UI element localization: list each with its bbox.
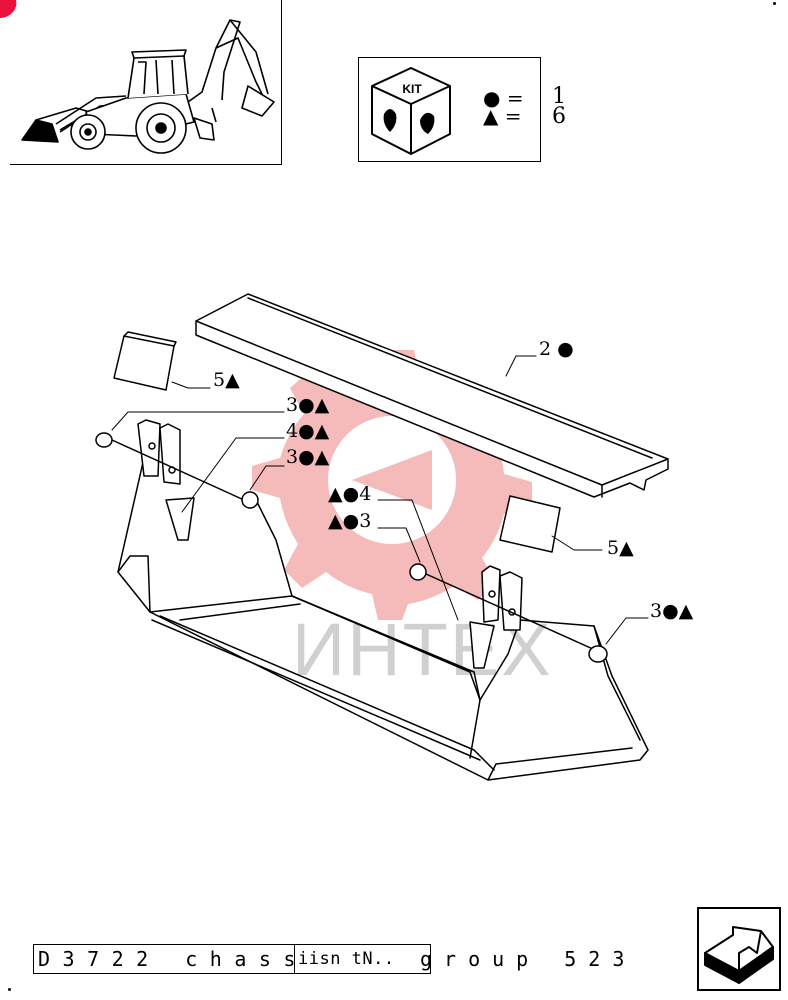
callout-part-3-left: 3●▲ [286,446,330,468]
drawing-subtitle: iisn tN.. [298,949,395,969]
callout-part-3-upper: 3●▲ [286,394,330,416]
cutting-edge-plate [195,293,669,498]
next-page-button[interactable] [697,907,781,991]
bucket-body [117,457,649,781]
circle-symbol: ● [483,86,501,110]
backhoe-loader-illustration [21,19,275,154]
corner-logo-icon [0,0,17,18]
drawing-code: D3722 chass [38,947,308,971]
leader-lines [111,355,649,645]
kit-cube-icon: KIT [371,67,451,155]
equals-sign: = [504,104,522,128]
title-block [33,944,431,974]
callout-part-4-left: 4●▲ [286,420,330,442]
corner-dot [773,2,776,5]
left-pin-assembly [95,432,259,541]
next-page-arrow-icon [704,926,774,984]
callout-part-3-right: ▲●3 [328,510,372,532]
group-number: group 523 [420,947,637,971]
triangle-symbol: ▲ [483,104,499,128]
callout-part-2: 2 ● [539,338,574,360]
equals-sign: = [506,86,524,110]
legend-triangle-row: ▲ = [483,106,522,126]
callout-part-5-right: 5▲ [607,537,634,559]
right-pin-assembly [409,563,608,669]
circle-quantity: 1 [552,84,566,109]
title-block-divider [294,944,296,974]
callout-part-3-far-right: 3●▲ [650,600,694,622]
left-hinge-brackets [137,419,181,485]
right-hinge-brackets [481,565,523,631]
kit-legend-box [358,57,541,162]
legend-circle-row: ● = [483,88,524,108]
wear-pad-left [113,331,177,391]
wear-pad-right [499,495,561,553]
corner-dot [8,988,11,991]
callout-part-5-left: 5▲ [213,369,240,391]
machine-thumbnail-frame [10,0,282,165]
callout-part-4-right: ▲●4 [328,483,372,505]
triangle-quantity: 6 [552,104,566,129]
kit-label: KIT [402,82,422,96]
